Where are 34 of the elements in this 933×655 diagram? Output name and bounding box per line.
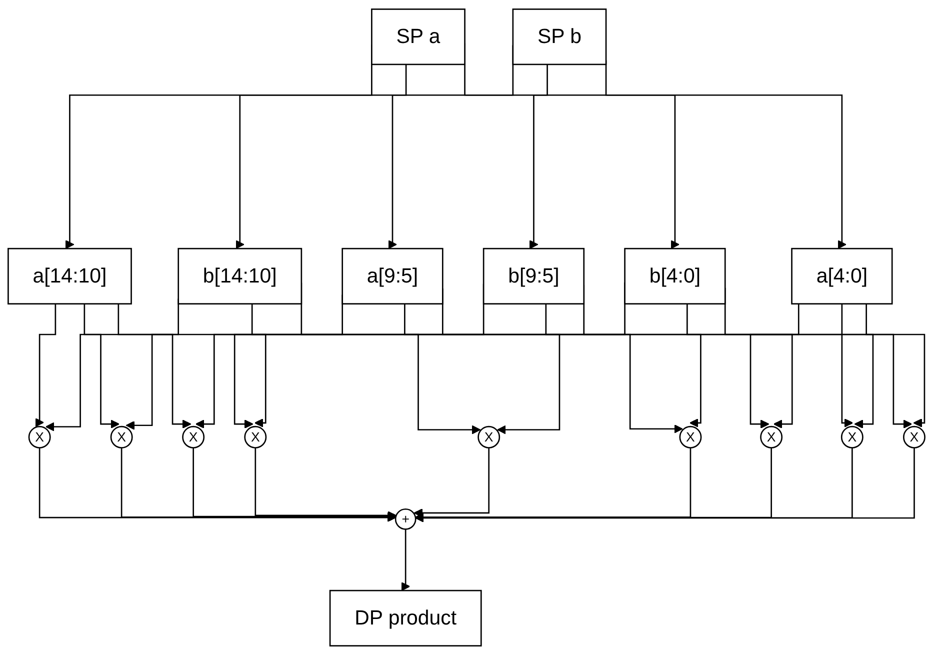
arrow: [35, 304, 56, 427]
node-box: DP product: [329, 590, 482, 646]
arrow: [401, 529, 410, 591]
node-circle: X: [903, 426, 926, 448]
arrow: [414, 448, 490, 518]
arrow: [251, 304, 266, 428]
node-circle: X: [478, 426, 500, 448]
arrow: [388, 64, 407, 249]
arrow: [404, 304, 481, 434]
node-circle: X: [28, 426, 51, 448]
node-circle: X: [110, 426, 133, 448]
arrow: [84, 304, 120, 429]
arrow: [497, 304, 560, 434]
node-box: SP a: [371, 8, 466, 66]
node-box: a[14:10]: [8, 248, 132, 304]
arrow: [866, 304, 912, 429]
arrow: [118, 304, 192, 429]
node-circle: +: [394, 508, 416, 530]
node-box: b[9:5]: [482, 248, 585, 304]
arrow: [750, 304, 800, 429]
node-circle: X: [760, 426, 783, 448]
node-box: a[9:5]: [342, 248, 444, 304]
node-box: SP b: [512, 8, 607, 66]
node-box: b[4:0]: [624, 248, 726, 304]
node-circle: X: [679, 426, 702, 448]
node-circle: X: [840, 426, 864, 448]
arrow: [686, 304, 702, 428]
node-box: a[4:0]: [791, 248, 893, 304]
arrow: [529, 64, 548, 249]
arrow: [841, 304, 854, 428]
node-circle: X: [244, 426, 267, 448]
arrow: [38, 448, 396, 522]
node-box: b[14:10]: [178, 248, 302, 304]
node-circle: X: [182, 426, 205, 448]
